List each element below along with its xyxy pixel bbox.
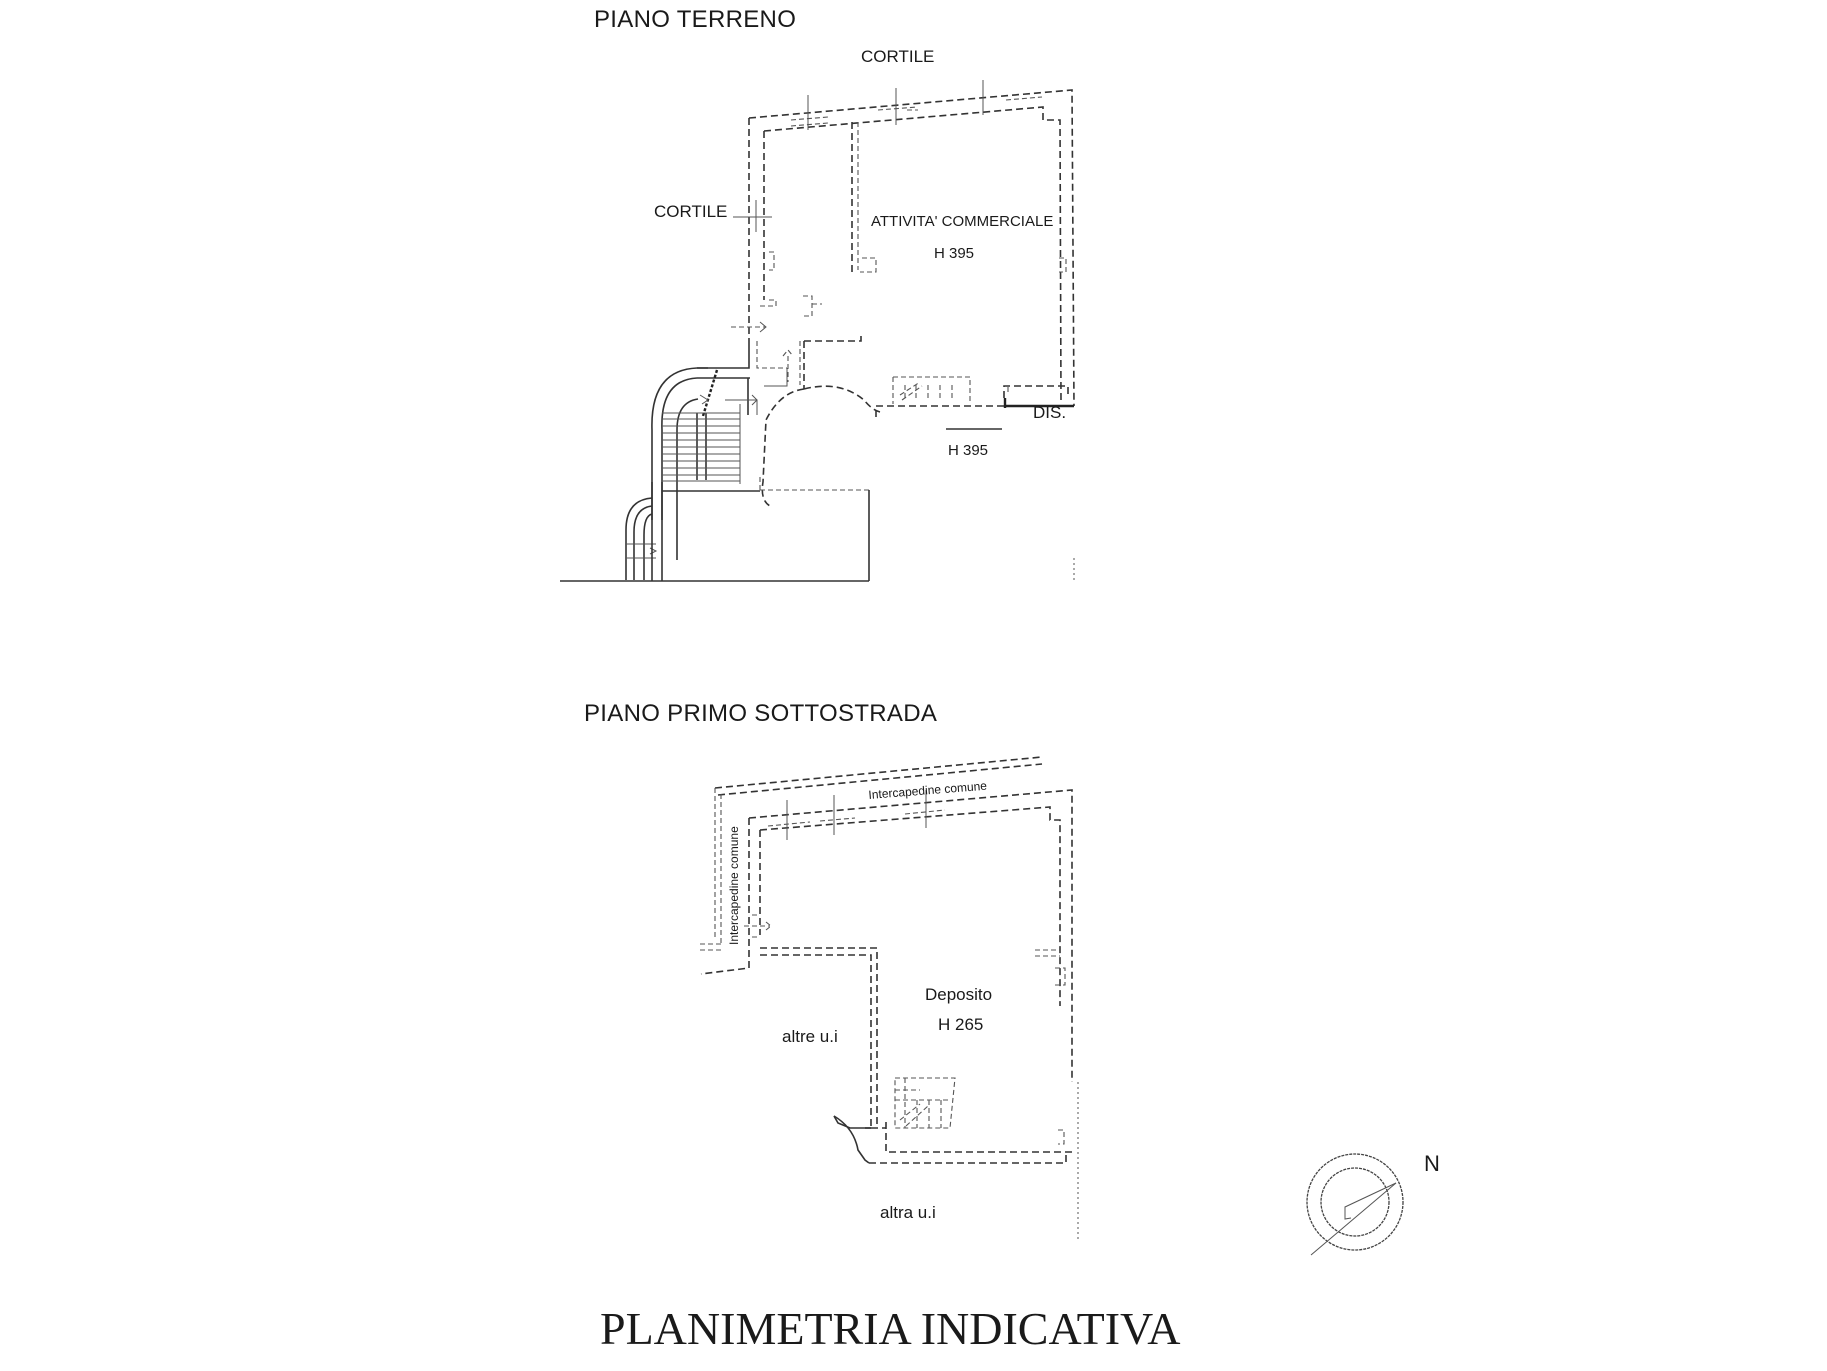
gap-left-label: Intercapedine comune — [727, 826, 741, 945]
basement-floor-plan — [700, 756, 1079, 1240]
north-label: N — [1424, 1151, 1440, 1176]
basement-floor-title: PIANO PRIMO SOTTOSTRADA — [584, 700, 938, 727]
drawing-title: PLANIMETRIA INDICATIVA — [600, 1303, 1181, 1354]
commercial-room-height: H 395 — [934, 245, 975, 262]
compass-north-arrow-icon — [1306, 1153, 1404, 1256]
storage-room-height: H 265 — [938, 1015, 984, 1034]
other-unit-label: altra u.i — [880, 1203, 936, 1222]
storage-room-label: Deposito — [925, 985, 993, 1004]
other-units-label: altre u.i — [782, 1027, 838, 1046]
courtyard-left-label: CORTILE — [654, 202, 728, 221]
closet-label: DIS. — [1033, 403, 1067, 422]
ground-floor-title: PIANO TERRENO — [594, 6, 797, 33]
height-note-label: H 395 — [948, 442, 989, 459]
courtyard-top-label: CORTILE — [861, 47, 935, 66]
ground-floor-plan — [560, 80, 1075, 582]
commercial-room-label: ATTIVITA' COMMERCIALE — [871, 213, 1054, 230]
